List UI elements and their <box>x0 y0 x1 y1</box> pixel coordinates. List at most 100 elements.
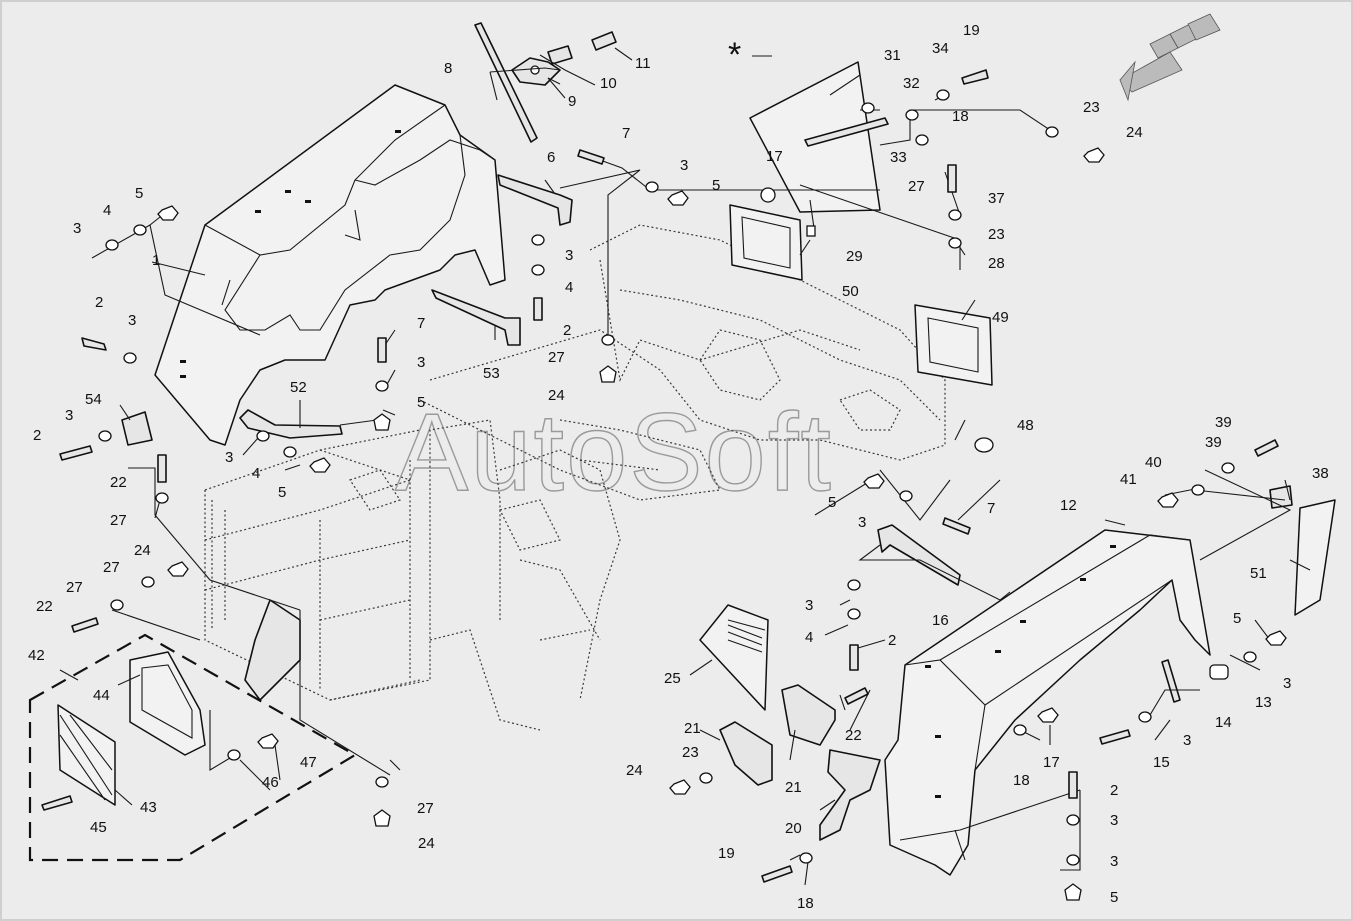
nut-icon <box>667 190 689 206</box>
nut-icon <box>257 733 279 749</box>
washer-icon <box>110 599 124 611</box>
callout-41: 42 <box>28 647 45 664</box>
washer-icon <box>531 234 545 246</box>
part-6-bracket <box>497 174 573 226</box>
callout-3: 3 <box>1183 732 1191 749</box>
callout-5: 5 <box>278 484 286 501</box>
part-43-frame <box>129 651 206 756</box>
nut-icon <box>373 809 391 827</box>
callout-2: 2 <box>33 427 41 444</box>
nut-icon <box>167 561 189 577</box>
callout-25: 25 <box>664 670 681 687</box>
callout-5: 5 <box>1233 610 1241 627</box>
callout-31: 32 <box>903 75 920 92</box>
part-20-bracket <box>819 749 881 841</box>
washer-icon <box>123 352 137 364</box>
nut-icon <box>669 779 691 795</box>
callout-48: 49 <box>992 309 1009 326</box>
callout-3: 3 <box>565 247 573 264</box>
callout-15: 15 <box>1153 754 1170 771</box>
callout-51: 52 <box>290 379 307 396</box>
washer-icon <box>645 181 659 193</box>
callout-43: 44 <box>93 687 110 704</box>
washer-icon <box>105 239 119 251</box>
part-11-bolt <box>591 31 617 51</box>
callout-27: 27 <box>110 512 127 529</box>
callout-27: 27 <box>66 579 83 596</box>
callout-17: 17 <box>1043 754 1060 771</box>
bolt-icon <box>81 337 107 351</box>
callout-3: 3 <box>417 354 425 371</box>
part-hood-tab <box>244 599 301 701</box>
spacer-icon <box>806 225 816 237</box>
callout-1: 1 <box>152 252 160 269</box>
bolt-icon <box>844 687 869 705</box>
washer-icon <box>699 772 713 784</box>
callout-21: 21 <box>684 720 701 737</box>
callout-3: 3 <box>680 157 688 174</box>
washer-icon <box>905 109 919 121</box>
callout-33: 34 <box>932 40 949 57</box>
callout-4: 4 <box>565 279 573 296</box>
callout-8: 8 <box>444 60 452 77</box>
callout-19: 19 <box>718 845 735 862</box>
bolt-icon <box>41 795 73 811</box>
callout-3: 3 <box>225 449 233 466</box>
bolt-icon <box>59 445 93 461</box>
part-32-strap <box>804 117 889 147</box>
callout-18: 18 <box>797 895 814 912</box>
callout-21: 21 <box>785 779 802 796</box>
washer-icon <box>1191 484 1205 496</box>
callout-24: 24 <box>1126 124 1143 141</box>
callout-53: 54 <box>85 391 102 408</box>
washer-icon <box>1045 126 1059 138</box>
callout-40: 41 <box>1120 471 1137 488</box>
callout-44: 45 <box>90 819 107 836</box>
callout-2: 2 <box>1110 782 1118 799</box>
callout-3: 3 <box>1283 675 1291 692</box>
callout-37: 38 <box>1312 465 1329 482</box>
callout-4: 4 <box>103 202 111 219</box>
bolt-icon <box>377 337 387 363</box>
bolt-icon <box>761 865 793 883</box>
callout-18: 18 <box>952 108 969 125</box>
part-10-plate <box>547 45 573 65</box>
washer-icon <box>948 209 962 221</box>
callout-23: 23 <box>988 226 1005 243</box>
part-8-rod <box>474 22 538 143</box>
washer-icon <box>948 237 962 249</box>
hardware <box>41 69 1287 901</box>
callout-27: 27 <box>908 178 925 195</box>
part-1-hood-cowl <box>154 84 506 446</box>
callout-16: 16 <box>932 612 949 629</box>
washer-icon <box>1221 462 1235 474</box>
part-50-panel <box>1294 499 1336 616</box>
nut-icon <box>760 187 776 203</box>
nut-icon <box>1157 492 1179 508</box>
bolt-icon <box>71 617 99 633</box>
callout-39: 39 <box>1205 434 1222 451</box>
callout-5: 5 <box>712 177 720 194</box>
washer-icon <box>1066 854 1080 866</box>
nut-icon <box>1265 630 1287 646</box>
part-16-bracket <box>877 524 961 586</box>
washer-icon <box>936 89 950 101</box>
callout-10: 10 <box>600 75 617 92</box>
callout-5: 5 <box>828 494 836 511</box>
washer-icon <box>899 490 913 502</box>
callout-52: 53 <box>483 365 500 382</box>
callout-38: 39 <box>1215 414 1232 431</box>
part-53-bracket <box>121 411 153 446</box>
callout-5: 5 <box>135 185 143 202</box>
part-42-reflector <box>57 704 116 806</box>
washer-icon <box>601 334 615 346</box>
bolt-icon <box>577 149 605 165</box>
nut-icon <box>863 473 885 489</box>
callout-47: 48 <box>1017 417 1034 434</box>
bolt-icon <box>533 297 543 321</box>
asterisk-marker: * <box>728 36 741 74</box>
callout-7: 7 <box>622 125 630 142</box>
bolt-icon <box>1254 439 1279 457</box>
